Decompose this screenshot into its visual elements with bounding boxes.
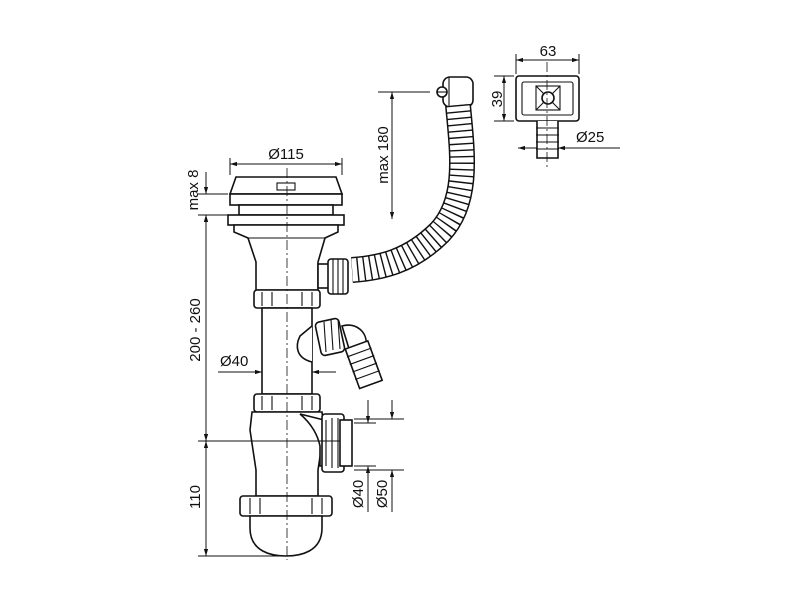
label-outlet-diameter-large: Ø50 [374, 480, 391, 508]
overflow-screw [541, 91, 555, 105]
dim-max-hose: max 180 [375, 91, 430, 219]
dim-height-range: 200 - 260 [187, 215, 340, 442]
label-height-range: 200 - 260 [187, 298, 204, 361]
strainer-flange [229, 193, 343, 206]
dim-overflow-height: 39 [489, 75, 514, 122]
strainer-ring [238, 204, 334, 216]
label-overflow-height: 39 [489, 91, 506, 108]
strainer-knob [276, 182, 296, 191]
trap-bottom-nut [239, 495, 333, 517]
label-strainer-diameter: Ø115 [268, 146, 304, 163]
branch-tee [296, 325, 313, 363]
branch-nut [314, 317, 346, 357]
sink-bottom [227, 214, 345, 226]
strainer-cap [228, 176, 344, 195]
dim-overflow-width: 63 [515, 43, 580, 74]
overflow-inlet-nut [317, 258, 349, 295]
hose-nozzle [344, 339, 384, 390]
appliance-inlet [296, 317, 384, 390]
label-outlet-diameter-small: Ø40 [350, 480, 367, 508]
overflow-side-connector [436, 76, 474, 108]
label-max-hose-length: max 180 [375, 126, 392, 184]
label-trap-height: 110 [187, 485, 204, 509]
trap-cup [249, 515, 323, 557]
strainer [227, 176, 345, 291]
dim-outlet-diameters: Ø40 Ø50 [350, 400, 404, 512]
overflow-grille [535, 85, 561, 111]
dim-pipe-diameter: Ø40 [218, 353, 336, 375]
label-overflow-hose-diameter: Ø25 [576, 129, 604, 146]
overflow-top-view [515, 62, 580, 170]
dim-strainer-diameter: Ø115 [229, 146, 343, 175]
dim-trap-height: 110 [187, 441, 280, 557]
label-overflow-width: 63 [540, 43, 557, 60]
bottle-trap [239, 411, 353, 557]
trap-outlet-end [339, 419, 353, 467]
label-pipe-diameter: Ø40 [220, 353, 248, 370]
corrugated-overflow-hose [350, 103, 476, 283]
dim-max-thickness: max 8 [185, 170, 228, 237]
dim-overflow-hose: Ø25 [518, 129, 620, 151]
overflow-plate-inner [521, 81, 574, 116]
overflow-nozzle [536, 121, 559, 159]
label-max-thickness: max 8 [185, 170, 202, 211]
